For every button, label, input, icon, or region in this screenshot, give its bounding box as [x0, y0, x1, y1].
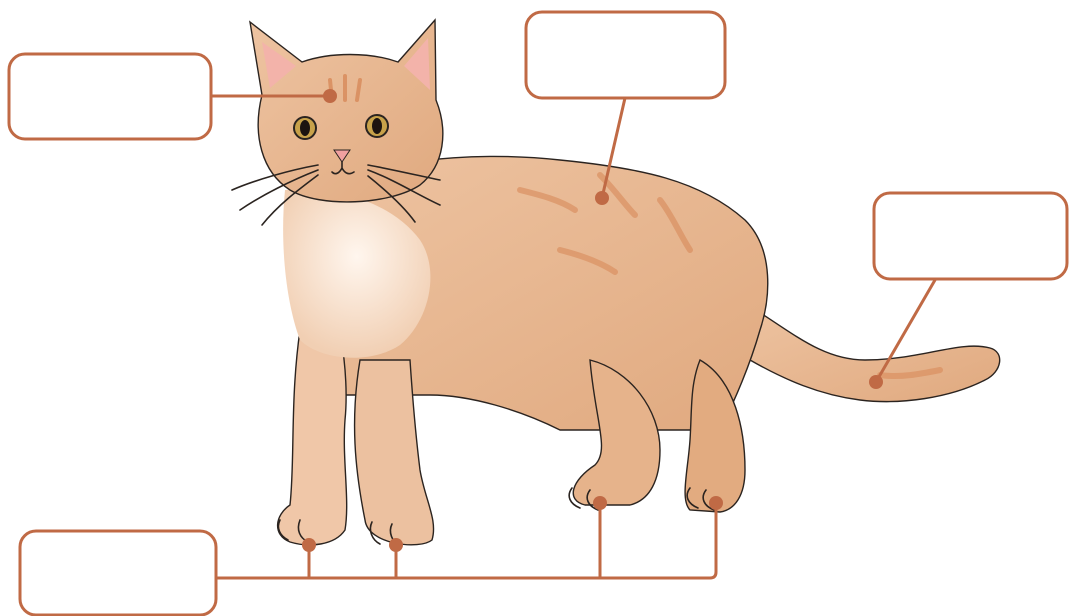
- paws-label-box[interactable]: [20, 531, 216, 615]
- cat-front-left-leg: [278, 330, 347, 545]
- tail-label-box[interactable]: [874, 193, 1067, 279]
- cat-tail: [740, 300, 1000, 402]
- paw-leader-dot-2: [389, 538, 403, 552]
- head-leader-dot: [323, 89, 337, 103]
- paw-leader-dot-1: [302, 538, 316, 552]
- head-label-box[interactable]: [9, 54, 211, 139]
- body-leader-dot: [595, 191, 609, 205]
- body-label-box[interactable]: [526, 12, 725, 98]
- tail-leader-dot: [869, 375, 883, 389]
- paw-leader-dot-4: [709, 496, 723, 510]
- paw-leader-dot-3: [593, 496, 607, 510]
